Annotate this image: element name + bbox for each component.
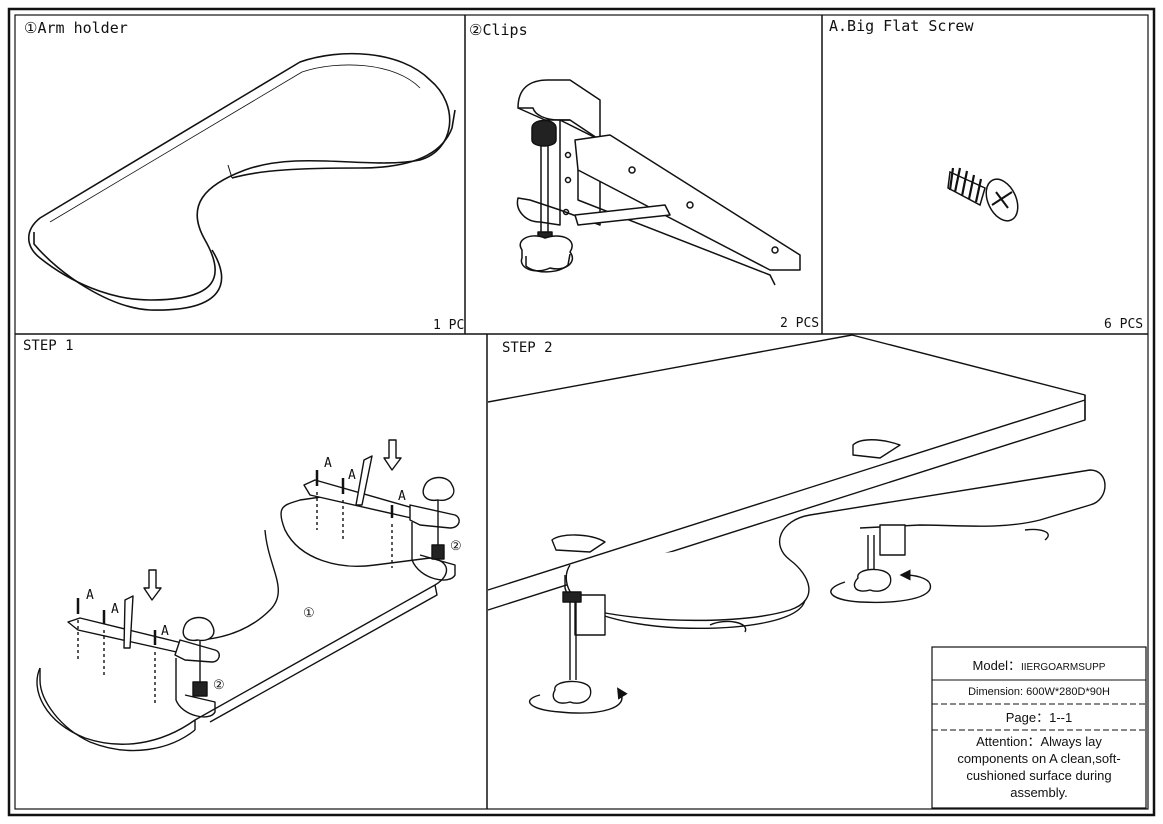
dimension-value: 600W*280D*90H: [1026, 686, 1110, 698]
arm-holder-drawing: [27, 52, 456, 311]
flat-screw-drawing: [947, 167, 1019, 222]
step1-drawing: [36, 439, 460, 752]
page-number: Page：1--1: [1005, 710, 1073, 725]
screw-callout-a: A: [398, 489, 406, 504]
part-callout-clip: ②: [213, 678, 225, 693]
outer-frame: [7, 7, 1156, 817]
step2-drawing: [487, 334, 1106, 714]
clips-qty: 2 PCS: [780, 316, 820, 331]
part-callout-clip: ②: [450, 539, 462, 554]
model-row: Model：IIERGOARMSUPP: [932, 655, 1146, 674]
model-label: Model：: [972, 658, 1021, 673]
info-box-borders: [931, 646, 1147, 809]
attention-note: Attention：Always lay components on A cle…: [957, 734, 1121, 800]
inner-frame: [14, 14, 1149, 810]
dimension-label: Dimension:: [968, 686, 1024, 698]
clip-drawing: [516, 79, 801, 286]
step1-title: STEP 1: [23, 338, 74, 354]
screw-callout-a: A: [111, 602, 119, 617]
screw-callout-a: A: [324, 456, 332, 471]
clips-title: ②Clips: [469, 21, 528, 39]
screw-title: A.Big Flat Screw: [829, 17, 974, 35]
arm-holder-qty: 1 PC: [433, 318, 465, 333]
product-info-box: Model：IIERGOARMSUPP Dimension: 600W*280D…: [932, 647, 1146, 808]
screw-callout-a: A: [348, 468, 356, 483]
dimension-row: Dimension: 600W*280D*90H: [932, 686, 1146, 698]
step2-title: STEP 2: [502, 340, 553, 356]
screw-callout-a: A: [161, 624, 169, 639]
model-value: IIERGOARMSUPP: [1020, 662, 1106, 673]
screw-qty: 6 PCS: [1104, 317, 1144, 332]
part-callout-arm-holder: ①: [303, 606, 315, 621]
screw-callout-a: A: [86, 588, 94, 603]
arm-holder-title: ①Arm holder: [24, 19, 128, 37]
